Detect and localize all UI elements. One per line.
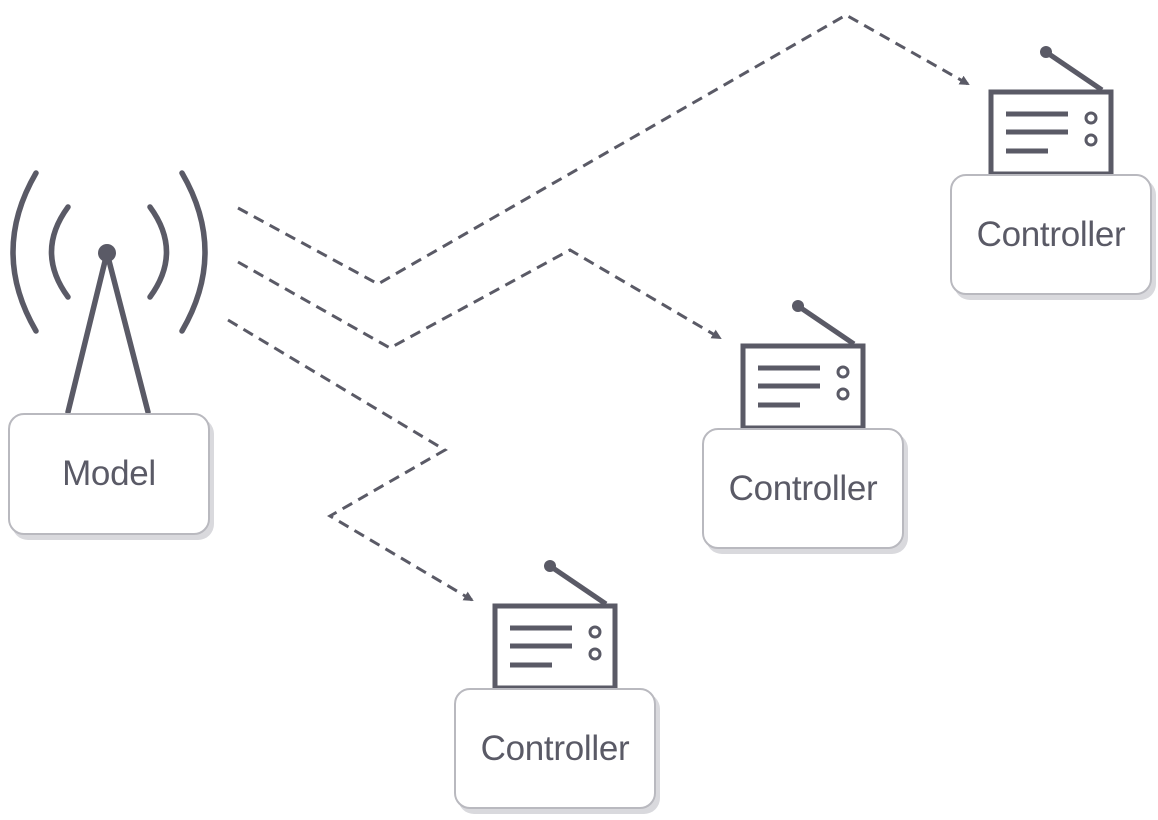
antenna-tower-icon <box>10 170 208 415</box>
radio-receiver-icon <box>492 560 618 690</box>
controller-node-top-right: Controller <box>950 174 1152 295</box>
model-node: Model <box>8 413 210 535</box>
connection-to-controller-top-right <box>237 13 970 286</box>
radio-receiver-icon <box>740 300 866 430</box>
controller-label: Controller <box>976 214 1126 254</box>
controller-node-middle: Controller <box>702 428 904 549</box>
connection-to-controller-bottom <box>227 318 474 602</box>
model-label: Model <box>62 454 156 493</box>
connection-to-controller-middle <box>237 248 722 350</box>
controller-label: Controller <box>728 468 878 508</box>
controller-label: Controller <box>480 728 630 768</box>
radio-receiver-icon <box>988 46 1114 176</box>
controller-node-bottom: Controller <box>454 688 656 809</box>
